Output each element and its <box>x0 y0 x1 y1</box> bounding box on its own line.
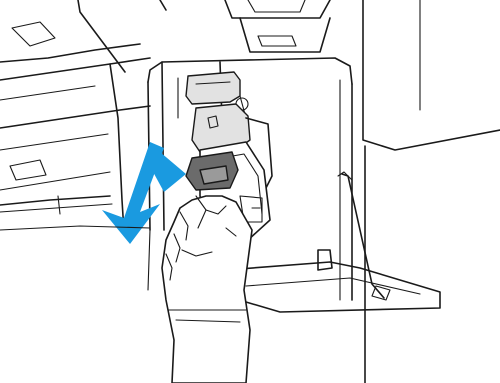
machine-left-section <box>0 22 150 232</box>
hand-with-arm <box>162 196 252 383</box>
down-arrow-icon <box>102 142 164 244</box>
